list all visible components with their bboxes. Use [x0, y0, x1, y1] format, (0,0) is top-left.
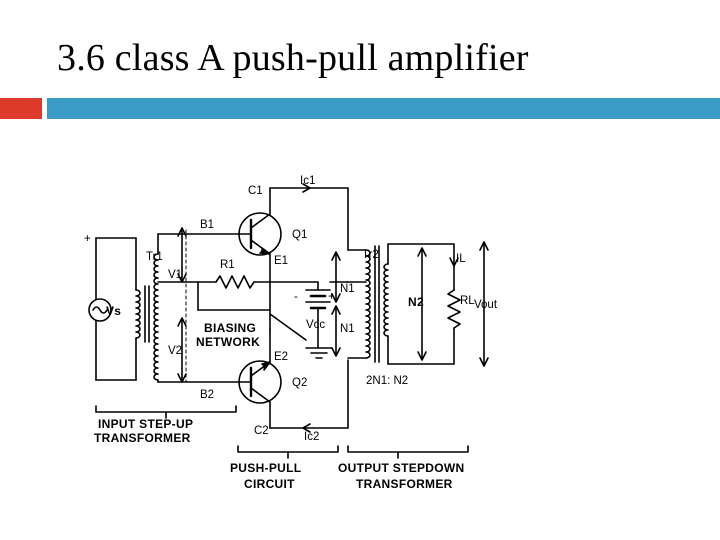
label-r1: R1: [220, 259, 235, 271]
input-brace: [95, 405, 237, 419]
ground-icon: [305, 319, 333, 359]
transistor-q1: [238, 212, 282, 256]
label-vout: Vout: [474, 299, 498, 311]
n1-top-arrow: [331, 251, 341, 303]
output-transformer-secondary-coil: [383, 263, 389, 337]
label-rl: RL: [460, 295, 475, 307]
label-ic2: Ic2: [304, 431, 319, 443]
label-n1-bottom: N1: [340, 323, 355, 335]
n1-bottom-arrow: [331, 305, 341, 357]
label-minus-right: -: [294, 291, 298, 303]
label-n2: N2: [408, 295, 424, 309]
label-q2: Q2: [292, 377, 307, 389]
circuit-svg: Ic1 C1 B1 Q1 E1 R1 Tr1 V1 V2 Vs + BIASIN…: [84, 175, 498, 491]
ic2-arrow: [302, 423, 311, 433]
label-q1: Q1: [292, 229, 307, 241]
v1-arrow: [177, 227, 187, 283]
slide-title: 3.6 class A push-pull amplifier: [57, 37, 529, 79]
input-transformer-secondary-coil: [153, 253, 159, 381]
ground-wire: [269, 313, 307, 341]
label-output-line2: TRANSFORMER: [356, 477, 453, 491]
label-input-line2: TRANSFORMER: [94, 431, 191, 445]
label-v2: V2: [168, 345, 182, 357]
label-b2: B2: [200, 389, 214, 401]
label-biasing: BIASING: [204, 321, 256, 335]
load-resistor-rl: [447, 289, 461, 329]
label-plus-left: +: [84, 233, 91, 245]
label-n1-top: N1: [340, 283, 355, 295]
label-vcc: Vcc: [306, 319, 325, 331]
label-output-line1: OUTPUT STEPDOWN: [338, 461, 465, 475]
label-e1: E1: [274, 255, 288, 267]
vcc-battery: [305, 281, 331, 321]
vout-arrow: [479, 241, 489, 367]
label-pushpull-line2: CIRCUIT: [244, 477, 295, 491]
label-b1: B1: [200, 219, 214, 231]
output-transformer-primary-coil: [365, 249, 371, 359]
label-vs: Vs: [106, 304, 121, 318]
il-arrow: [449, 257, 459, 267]
label-ic1: Ic1: [300, 175, 315, 187]
label-plus-right: +: [328, 291, 335, 303]
output-brace: [347, 445, 469, 459]
label-tr2: Tr2: [362, 249, 379, 261]
transistor-q2: [238, 360, 282, 404]
accent-bar-right: [47, 98, 720, 119]
label-il: IL: [456, 253, 466, 265]
input-transformer-primary-coil: [135, 289, 141, 339]
label-c1: C1: [248, 185, 263, 197]
pushpull-brace: [237, 445, 339, 459]
accent-bar-left: [0, 98, 42, 119]
label-tr1: Tr1: [146, 251, 163, 263]
v2-arrow: [177, 317, 187, 383]
ac-source-icon: [88, 298, 112, 322]
ic1-arrow: [302, 183, 311, 193]
circuit-diagram: Ic1 C1 B1 Q1 E1 R1 Tr1 V1 V2 Vs + BIASIN…: [48, 170, 518, 500]
label-v1: V1: [168, 269, 182, 281]
label-pushpull-line1: PUSH-PULL: [230, 461, 301, 475]
label-network: NETWORK: [196, 335, 260, 349]
label-input-line1: INPUT STEP-UP: [98, 417, 193, 431]
label-c2: C2: [254, 425, 269, 437]
n2-arrow: [417, 247, 427, 361]
label-e2: E2: [274, 351, 288, 363]
label-ratio: 2N1: N2: [366, 375, 408, 387]
resistor-r1: [215, 275, 255, 289]
